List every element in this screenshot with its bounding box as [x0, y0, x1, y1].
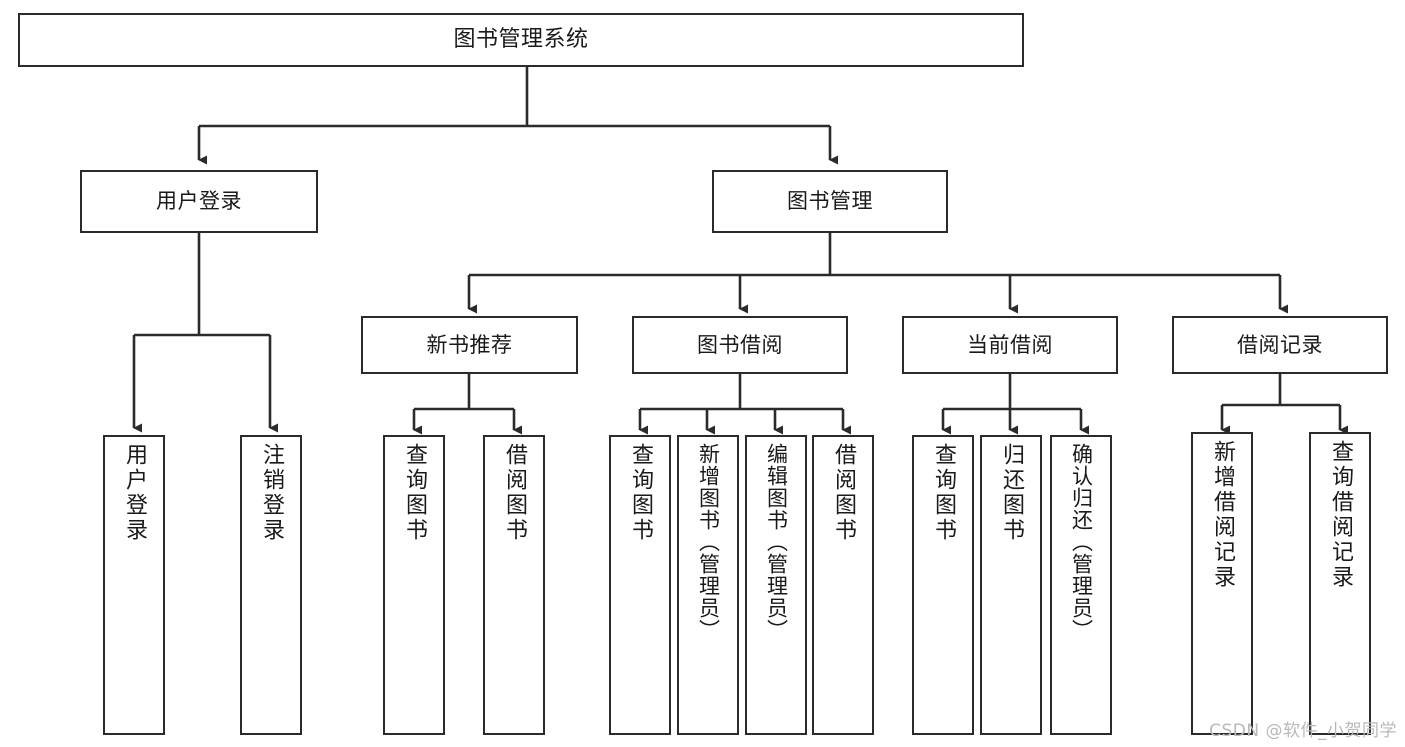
leaf-query-book-1[interactable]: 查询图书	[383, 435, 445, 735]
leaf-borrow-book-1[interactable]: 借阅图书	[483, 435, 545, 735]
node-label: 新书推荐	[426, 332, 513, 357]
node-label: 查询借阅记录	[1328, 440, 1353, 590]
node-label: 新增借阅记录	[1210, 440, 1235, 590]
node-label: 归还图书	[999, 443, 1024, 543]
node-label: 编辑图书（管理员）	[764, 443, 789, 641]
node-label: 图书管理系统	[453, 27, 589, 53]
node-label: 查询图书	[402, 443, 427, 543]
leaf-borrow-book-2[interactable]: 借阅图书	[812, 435, 874, 735]
node-label: 确认归还（管理员）	[1069, 443, 1094, 641]
node-label: 图书借阅	[697, 332, 783, 357]
node-new-book-recommend[interactable]: 新书推荐	[361, 316, 578, 374]
node-label: 用户登录	[122, 443, 147, 543]
node-borrow-record[interactable]: 借阅记录	[1172, 316, 1388, 374]
node-label: 新增图书（管理员）	[696, 443, 721, 641]
node-label: 借阅图书	[502, 443, 527, 543]
leaf-logout-login[interactable]: 注销登录	[240, 435, 302, 735]
node-label: 查询图书	[628, 443, 653, 543]
leaf-return-book[interactable]: 归还图书	[980, 435, 1042, 735]
leaf-query-book-2[interactable]: 查询图书	[609, 435, 671, 735]
leaf-add-record[interactable]: 新增借阅记录	[1191, 432, 1253, 735]
leaf-user-login[interactable]: 用户登录	[103, 435, 165, 735]
leaf-edit-book[interactable]: 编辑图书（管理员）	[745, 435, 807, 735]
node-label: 借阅图书	[831, 443, 856, 543]
node-label: 查询图书	[931, 443, 956, 543]
leaf-query-book-3[interactable]: 查询图书	[912, 435, 974, 735]
node-label: 图书管理	[787, 189, 873, 214]
node-book-manage[interactable]: 图书管理	[712, 170, 948, 233]
node-book-borrow[interactable]: 图书借阅	[632, 316, 848, 374]
leaf-add-book[interactable]: 新增图书（管理员）	[677, 435, 739, 735]
node-label: 注销登录	[259, 443, 284, 543]
node-label: 当前借阅	[967, 332, 1053, 357]
csdn-watermark: CSDN @软件_小贺同学	[1209, 721, 1397, 741]
node-label: 用户登录	[156, 189, 242, 214]
node-root-system[interactable]: 图书管理系统	[18, 13, 1024, 67]
node-current-borrow[interactable]: 当前借阅	[902, 316, 1118, 374]
node-label: 借阅记录	[1237, 332, 1323, 357]
node-user-login[interactable]: 用户登录	[80, 170, 318, 233]
leaf-query-record[interactable]: 查询借阅记录	[1309, 432, 1371, 735]
leaf-confirm-return[interactable]: 确认归还（管理员）	[1050, 435, 1112, 735]
